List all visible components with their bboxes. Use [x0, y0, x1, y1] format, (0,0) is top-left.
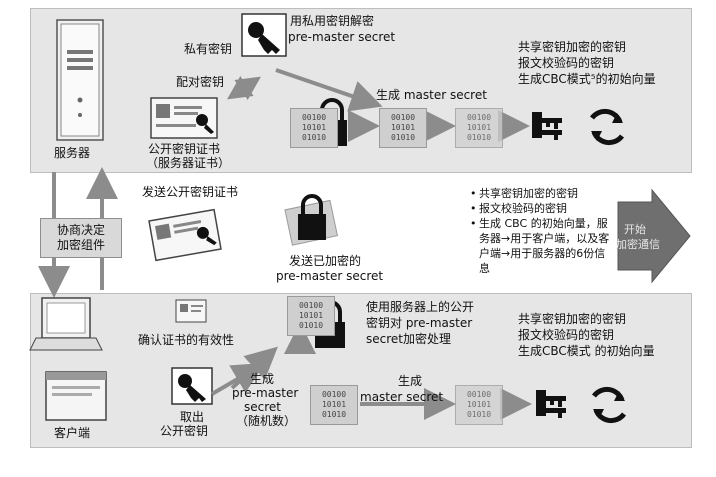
encrypt-label-3: secret加密处理	[366, 332, 451, 346]
send-cert-label: 发送公开密钥证书	[142, 185, 239, 199]
client-refresh-icon	[591, 386, 627, 424]
paired-key-label: 配对密钥	[176, 75, 225, 89]
server-cert-label-1: 公开密钥证书	[148, 142, 221, 156]
server-encrypted-block: 00100 10101 01010	[290, 108, 338, 148]
gen-premaster-label-1: 生成	[249, 372, 274, 386]
gen-premaster-label-3: secret	[244, 400, 281, 414]
client-panel	[30, 293, 692, 448]
client-keys-icon	[536, 390, 566, 418]
server-gen-master-label: 生成 master secret	[376, 88, 487, 102]
server-output-1: 共享密钥加密的密钥	[518, 40, 627, 54]
client-label: 客户端	[54, 426, 91, 440]
server-output-2: 报文校验码的密钥	[518, 56, 615, 70]
laptop-icon	[29, 297, 103, 351]
send-encrypted-label-1: 发送已加密的	[288, 254, 361, 268]
negotiate-cipher-box: 协商决定 加密组件	[40, 218, 122, 258]
private-key-icon	[241, 13, 287, 57]
server-master-block: 00100 10101 01010	[455, 108, 503, 148]
server-decrypted-block: 00100 10101 01010	[379, 108, 427, 148]
client-premaster-top-block: 00100 10101 01010	[287, 296, 335, 336]
verify-certificate-icon	[175, 299, 207, 323]
list-item: 共享密钥加密的密钥	[470, 186, 616, 201]
server-refresh-icon	[589, 108, 625, 146]
list-item: 报文校验码的密钥	[470, 201, 616, 216]
client-premaster-block: 00100 10101 01010	[310, 385, 358, 425]
negotiate-line-2: 加密组件	[56, 238, 105, 252]
negotiate-line-1: 协商决定	[56, 223, 105, 237]
gen-premaster-label-4: （随机数）	[236, 414, 297, 428]
client-output-1: 共享密钥加密的密钥	[518, 312, 627, 326]
public-key-icon	[171, 367, 213, 405]
session-keys-list: 共享密钥加密的密钥 报文校验码的密钥 生成 CBC 的初始向量，服务器→用于客户…	[470, 186, 616, 276]
server-icon	[56, 19, 104, 141]
sent-certificate-icon	[148, 208, 222, 262]
start-communication-label-1: 开始	[624, 223, 646, 236]
start-communication-label-2: 加密通信	[616, 238, 660, 251]
client-output-3: 生成CBC模式 的初始向量	[518, 344, 655, 358]
server-cert-label-2: （服务器证书）	[146, 156, 231, 170]
client-gen-master-label-1: 生成	[397, 374, 422, 388]
server-label: 服务器	[54, 146, 91, 160]
list-item: 生成 CBC 的初始向量，服务器→用于客户端，以及客户端→用于服务器的6份信息	[470, 216, 616, 276]
encrypt-label-1: 使用服务器上的公开	[366, 300, 475, 314]
server-output-3: 生成CBC模式⁵的初始向量	[518, 72, 656, 86]
client-window-icon	[45, 371, 107, 421]
take-key-label-2: 公开密钥	[160, 424, 209, 438]
server-keys-icon	[532, 112, 562, 140]
decrypt-label-2: pre-master secret	[288, 30, 396, 44]
take-key-label-1: 取出	[179, 410, 204, 424]
client-gen-master-label-2: master secret	[360, 390, 444, 404]
encrypt-label-2: 密钥对 pre-master	[366, 316, 473, 330]
private-key-label: 私有密钥	[184, 42, 233, 56]
client-master-block: 00100 10101 01010	[455, 385, 503, 425]
sent-encrypted-secret-icon	[284, 194, 339, 246]
send-encrypted-label-2: pre-master secret	[276, 269, 384, 283]
server-certificate-icon	[150, 97, 218, 139]
client-output-2: 报文校验码的密钥	[518, 328, 615, 342]
gen-premaster-label-2: pre-master	[232, 386, 299, 400]
verify-cert-label: 确认证书的有效性	[138, 333, 235, 347]
start-communication-arrow	[617, 188, 691, 284]
decrypt-label-1: 用私用密钥解密	[290, 14, 375, 28]
